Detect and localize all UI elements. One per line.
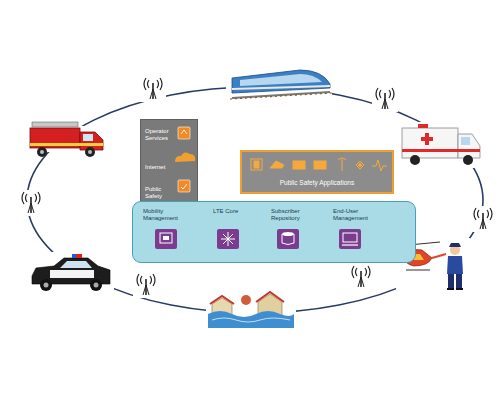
node-label: Public Safety Applications: [262, 179, 372, 186]
ambulance: [398, 122, 482, 168]
antenna-gap: [133, 272, 159, 298]
antenna-gap: [18, 190, 44, 216]
applications-box: Public Safety Applications: [240, 150, 394, 194]
antenna-gap: [470, 206, 496, 232]
antenna-gap: [372, 86, 398, 112]
antenna-gap: [348, 264, 374, 290]
flood-scene: [206, 292, 296, 330]
network-ring: [27, 87, 483, 313]
fire-truck: [28, 122, 104, 157]
operator-icons: [175, 127, 195, 192]
node-label: LTE Core: [213, 208, 243, 215]
antenna-tower: [137, 274, 155, 295]
antenna-tower: [376, 88, 394, 109]
node-label: Mobility Management: [143, 208, 189, 222]
antenna-tower: [474, 208, 492, 229]
node-label: Subscriber Repository: [271, 208, 315, 222]
high-speed-train: [226, 62, 332, 102]
services-box: Operator ServicesInternetPublic Safety S…: [140, 119, 198, 211]
antenna-tower: [22, 192, 40, 213]
antenna-gap: [140, 76, 166, 102]
antenna-tower: [352, 266, 370, 287]
node-label: Internet: [145, 164, 177, 171]
core-icons: [155, 229, 361, 249]
antenna-tower: [144, 78, 162, 99]
node-label: Operator Services: [145, 128, 177, 142]
node-label: End-User Management: [333, 208, 379, 222]
application-icons: [251, 158, 387, 171]
lte-core-band: Mobility Management LTE Core Subscriber Re…: [132, 201, 416, 263]
police-car: [28, 252, 114, 296]
